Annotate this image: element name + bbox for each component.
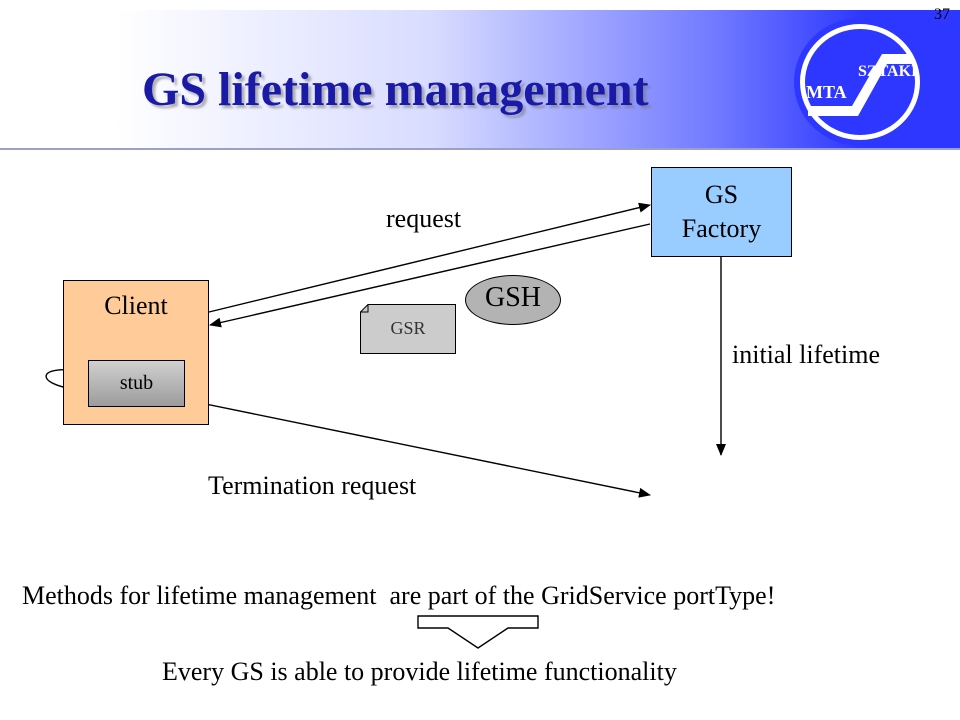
response-arrow xyxy=(209,223,651,328)
stub-box: stub xyxy=(88,360,185,407)
request-label: request xyxy=(386,204,462,233)
factory-line-1: GS xyxy=(704,180,739,209)
request-arrow xyxy=(208,202,651,313)
gsh-ellipse: GSH xyxy=(465,275,561,325)
page-number: 37 xyxy=(934,6,950,23)
gs-factory-box: GS Factory xyxy=(651,167,792,257)
gsr-document-shape xyxy=(360,304,456,354)
slide-title: GS lifetime management xyxy=(142,63,649,116)
gs-factory-label: GS Factory xyxy=(652,178,791,246)
down-arrow xyxy=(417,615,539,649)
gsr-document: GSR xyxy=(360,304,456,354)
header-divider xyxy=(0,148,960,150)
factory-line-2: Factory xyxy=(681,214,762,243)
stub-label: stub xyxy=(119,372,154,394)
client-label: Client xyxy=(104,291,168,320)
logo-left-text: MTA xyxy=(806,82,847,102)
logo-right-text: SZTAKI xyxy=(858,63,917,80)
gsh-label: GSH xyxy=(484,282,541,313)
termination-arrow xyxy=(185,399,651,498)
termination-request-label: Termination request xyxy=(208,471,417,500)
mta-sztaki-logo: MTA SZTAKI xyxy=(794,18,926,146)
initial-lifetime-label: initial lifetime xyxy=(732,340,881,369)
conclusion-statement: Every GS is able to provide lifetime fun… xyxy=(162,657,677,686)
methods-statement: Methods for lifetime management are part… xyxy=(22,581,776,610)
gsr-label: GSR xyxy=(390,318,426,338)
